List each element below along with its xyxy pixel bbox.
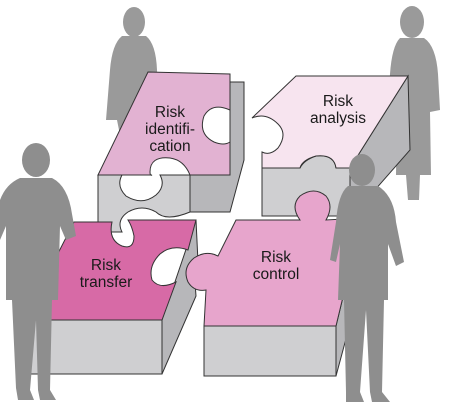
label-analysis-line1: Risk <box>323 93 353 110</box>
puzzle-piece-risk-transfer: Risk transfer <box>23 219 199 375</box>
label-transfer-line2: transfer <box>80 274 133 291</box>
piece-transfer-top <box>23 219 197 321</box>
piece-control-top <box>185 190 363 327</box>
label-identification-line3: cation <box>149 138 190 155</box>
person-silhouette-front-right <box>330 154 404 402</box>
puzzle-piece-risk-identification: Risk identifi- cation <box>97 71 245 233</box>
label-identification-line1: Risk <box>155 104 185 121</box>
piece-identification-top <box>97 71 231 176</box>
piece-control-front-side <box>203 325 337 377</box>
piece-analysis-top <box>251 75 409 169</box>
label-control-line1: Risk <box>261 249 291 266</box>
label-analysis-line2: analysis <box>310 110 366 127</box>
label-identification-line2: identifi- <box>145 121 195 138</box>
person-silhouette-front-left <box>0 143 76 400</box>
label-transfer-line1: Risk <box>91 257 121 274</box>
label-control-line2: control <box>253 266 300 283</box>
